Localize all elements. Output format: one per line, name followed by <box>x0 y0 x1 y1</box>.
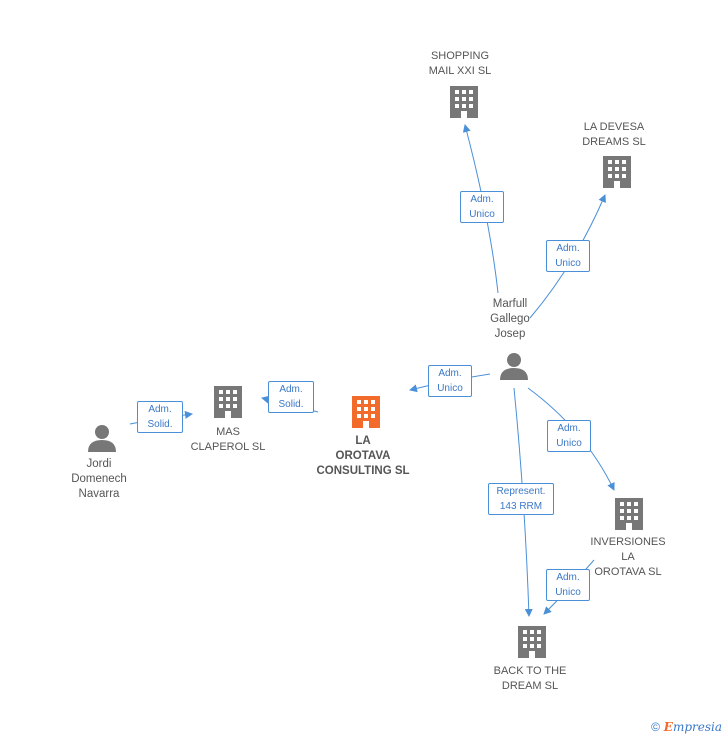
node-label-jordi[interactable]: Jordi Domenech Navarra <box>59 457 139 502</box>
edge-label-orotava-mas[interactable]: Adm. Solid. <box>268 381 314 413</box>
node-label-line: OROTAVA SL <box>594 566 662 578</box>
edge-label-line: Adm. <box>148 404 172 415</box>
edge-label-line: Solid. <box>278 399 304 410</box>
edge-label-line: Adm. <box>556 243 580 254</box>
node-label-inversiones[interactable]: INVERSIONES LA OROTAVA SL <box>578 535 678 580</box>
edge-label-jordi-mas[interactable]: Adm. Solid. <box>137 401 183 433</box>
edge-label-line: Represent. <box>496 486 546 497</box>
building-icon <box>518 626 546 658</box>
building-icon <box>615 498 643 530</box>
edge-label-marfull-devesa[interactable]: Adm. Unico <box>546 240 590 272</box>
edge-label-line: Unico <box>555 587 581 598</box>
node-label-line: CONSULTING SL <box>316 465 410 477</box>
node-label-line: Marfull <box>492 298 528 310</box>
edge-label-marfull-back[interactable]: Represent. 143 RRM <box>488 483 554 515</box>
person-icon <box>500 353 528 380</box>
empresia-logo[interactable]: © Empresia <box>651 720 722 734</box>
node-label-line: INVERSIONES <box>590 536 666 548</box>
edge-label-line: Adm. <box>470 194 494 205</box>
node-label-mas-claperol[interactable]: MAS CLAPEROL SL <box>178 425 278 455</box>
edge-label-line: Unico <box>469 209 495 220</box>
brand-initial: E <box>663 720 673 734</box>
node-label-line: LA <box>621 551 635 563</box>
focus-building-icon <box>352 396 380 428</box>
node-label-line: MAS <box>216 426 240 438</box>
edge-label-line: Unico <box>437 383 463 394</box>
node-label-shopping-mail[interactable]: SHOPPING MAIL XXI SL <box>410 49 510 79</box>
copyright-symbol: © <box>651 720 660 734</box>
node-label-line: MAIL XXI SL <box>428 65 492 77</box>
node-label-line: OROTAVA <box>335 450 391 462</box>
node-label-line: Domenech <box>71 473 127 485</box>
node-label-la-devesa[interactable]: LA DEVESA DREAMS SL <box>564 120 664 150</box>
node-label-line: LA DEVESA <box>583 121 645 133</box>
node-label-line: Navarra <box>78 488 120 500</box>
node-label-line: Josep <box>494 328 526 340</box>
edge-label-marfull-inversiones[interactable]: Adm. Unico <box>547 420 591 452</box>
edge-label-line: Adm. <box>556 572 580 583</box>
edge-label-inversiones-back[interactable]: Adm. Unico <box>546 569 590 601</box>
node-label-back-to-the-dream[interactable]: BACK TO THE DREAM SL <box>480 664 580 694</box>
building-icon <box>450 86 478 118</box>
edge-label-line: 143 RRM <box>499 501 543 512</box>
edge-label-marfull-orotava[interactable]: Adm. Unico <box>428 365 472 397</box>
edge-label-line: Unico <box>555 258 581 269</box>
building-icon <box>214 386 242 418</box>
node-label-line: DREAM SL <box>501 680 559 692</box>
building-icon <box>603 156 631 188</box>
person-icon <box>88 425 116 452</box>
node-label-line: Jordi <box>86 458 112 470</box>
node-label-line: Gallego <box>490 313 530 325</box>
edge-label-line: Adm. <box>557 423 581 434</box>
node-label-line: BACK TO THE <box>493 665 567 677</box>
edge-label-line: Solid. <box>147 419 173 430</box>
node-label-line: LA <box>355 435 371 447</box>
node-label-line: DREAMS SL <box>582 136 646 148</box>
brand-name: mpresia <box>672 720 722 734</box>
edge-label-marfull-shopping[interactable]: Adm. Unico <box>460 191 504 223</box>
node-label-la-orotava-consulting[interactable]: LA OROTAVA CONSULTING SL <box>308 434 418 479</box>
edge-label-line: Unico <box>556 438 582 449</box>
edge-label-line: Adm. <box>438 368 462 379</box>
edge-label-line: Adm. <box>279 384 303 395</box>
node-label-line: SHOPPING <box>430 50 490 62</box>
node-label-line: CLAPEROL SL <box>190 441 266 453</box>
node-label-marfull[interactable]: Marfull Gallego Josep <box>470 297 550 342</box>
